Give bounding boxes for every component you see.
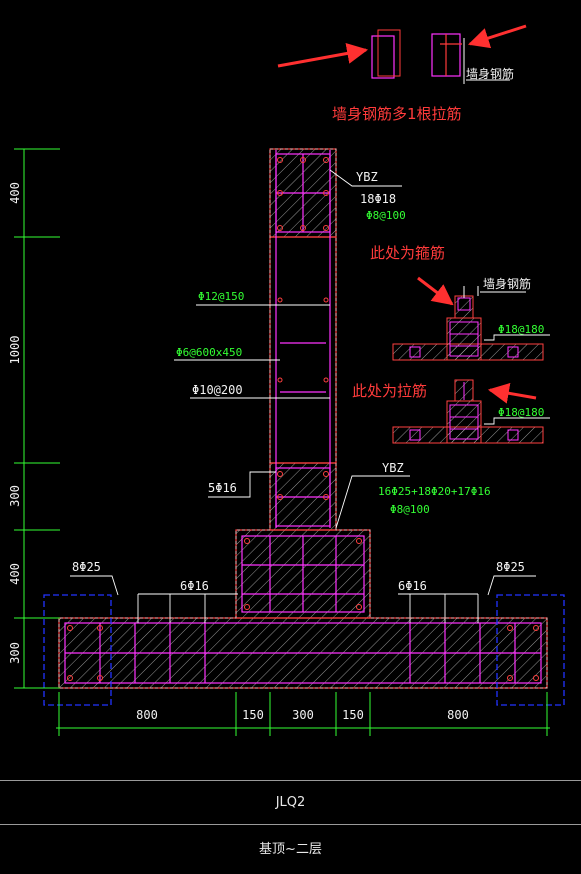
horizontal-dimensions xyxy=(56,692,550,736)
vdim-1: 400 xyxy=(8,182,22,204)
hdim-2: 150 xyxy=(242,708,264,722)
hdim-1: 800 xyxy=(136,708,158,722)
tie-note: 此处为拉筋 xyxy=(352,382,427,400)
right-flange-rebar: 6Φ16 xyxy=(398,579,427,593)
hdim-4: 150 xyxy=(342,708,364,722)
rebar-dots xyxy=(67,157,539,681)
ybz-bottom-rebar: 16Φ25+18Φ20+17Φ16 xyxy=(378,485,491,498)
left-end-zone xyxy=(43,594,112,706)
ybz-bottom-label: YBZ xyxy=(382,461,404,475)
ybz-top-stirrup: Φ8@100 xyxy=(366,209,406,222)
wall-rebar-tag-mid: 墙身钢筋 xyxy=(483,276,531,291)
wall-v-rebar: Φ10@200 xyxy=(192,383,243,397)
vdim-3: 300 xyxy=(8,485,22,507)
detail-tie-rebar: Φ18@180 xyxy=(498,406,544,419)
tie-detail: 此处为拉筋 Φ18@180 xyxy=(352,379,550,444)
ybz-top-label: YBZ xyxy=(356,170,378,184)
vdim-2: 1000 xyxy=(8,336,22,365)
wall-tie: Φ6@600x450 xyxy=(176,346,242,359)
leaders xyxy=(70,169,536,623)
floor-range: 基顶~二层 xyxy=(0,824,581,874)
hdim-3: 300 xyxy=(292,708,314,722)
vertical-dimensions xyxy=(14,148,60,689)
top-tie-detail: 墙身钢筋 墙身钢筋多1根拉筋 xyxy=(277,24,527,123)
ybz-bottom-stirrup: Φ8@100 xyxy=(390,503,430,516)
stirrup-note: 此处为箍筋 xyxy=(370,244,445,262)
neck-rebar: 5Φ16 xyxy=(208,481,237,495)
stirrup-detail: 此处为箍筋 墙身钢筋 Φ18@180 xyxy=(370,244,550,361)
vertical-dimension-labels: 400 1000 300 400 300 xyxy=(8,182,22,664)
vdim-5: 300 xyxy=(8,642,22,664)
left-end-rebar: 8Φ25 xyxy=(72,560,101,574)
ybz-top-rebar: 18Φ18 xyxy=(360,192,396,206)
detail-stirrup-rebar: Φ18@180 xyxy=(498,323,544,336)
wall-h-rebar: Φ12@150 xyxy=(198,290,244,303)
top-note: 墙身钢筋多1根拉筋 xyxy=(332,105,462,123)
element-name: JLQ2 xyxy=(0,780,581,825)
vdim-4: 400 xyxy=(8,563,22,585)
right-end-rebar: 8Φ25 xyxy=(496,560,525,574)
wall-rebar-tag-top: 墙身钢筋 xyxy=(466,66,514,81)
left-flange-rebar: 6Φ16 xyxy=(180,579,209,593)
hdim-5: 800 xyxy=(447,708,469,722)
rebar-cages xyxy=(64,150,542,684)
right-end-zone xyxy=(496,594,565,706)
horizontal-dimension-labels: 800 150 300 150 800 xyxy=(136,708,469,722)
title-block: JLQ2 基顶~二层 xyxy=(0,780,581,874)
